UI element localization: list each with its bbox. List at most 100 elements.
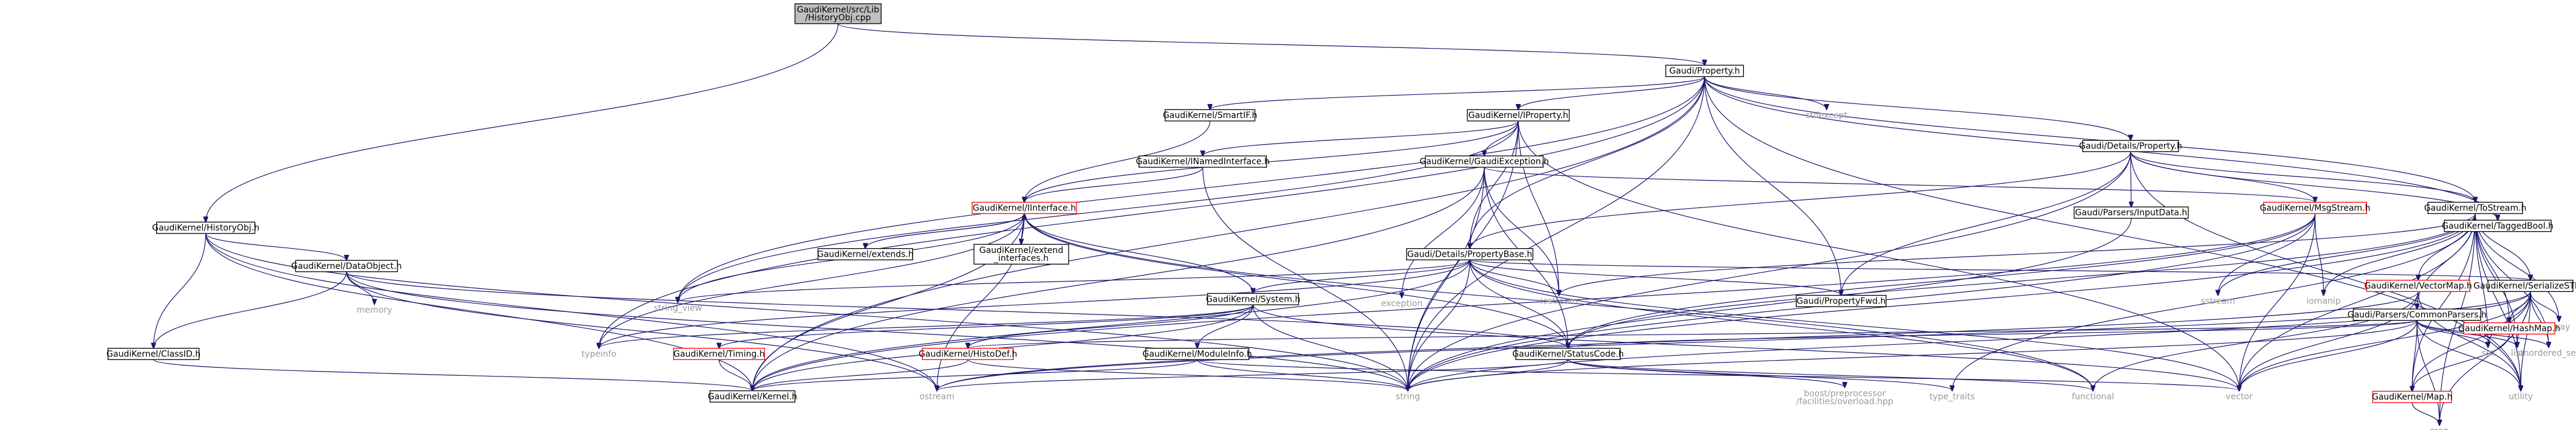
node-gmap[interactable]: GaudiKernel/Map.h [2372, 390, 2453, 403]
node-box-root[interactable] [794, 3, 882, 24]
node-utility: utility [2509, 392, 2533, 401]
node-box-classid[interactable] [108, 347, 200, 360]
edge-gexc-to-iostream [1484, 167, 1559, 296]
node-label-taggedbool: GaudiKernel/TaggedBool.h [2442, 221, 2554, 231]
node-ext[interactable]: GaudiKernel/extends.h [817, 248, 914, 260]
edge-gexc-to-msgstream [1484, 167, 2315, 202]
node-box-kernel[interactable] [709, 390, 796, 403]
node-label-exception: exception [1381, 299, 1422, 308]
node-iface[interactable]: GaudiKernel/IInterface.h [971, 201, 1077, 214]
node-dpbase[interactable]: Gaudi/Details/PropertyBase.h [1406, 248, 1533, 260]
node-modinfo[interactable]: GaudiKernel/ModuleInfo.h [1143, 347, 1252, 360]
node-system[interactable]: GaudiKernel/System.h [1206, 293, 1300, 305]
edges-layer [154, 23, 2559, 425]
node-box-modinfo[interactable] [1145, 347, 1250, 360]
edge-histobj-to-kernel [205, 233, 753, 391]
edge-dprop-to-dpbase [1470, 151, 2131, 248]
node-msgstream[interactable]: GaudiKernel/MsgStream.h [2259, 201, 2371, 214]
edge-dprop-to-utility [2130, 151, 2521, 390]
node-inputdata[interactable]: Gaudi/Parsers/InputData.h [2074, 206, 2189, 219]
node-box-dpbase[interactable] [1406, 248, 1533, 260]
node-label-kernel: GaudiKernel/Kernel.h [708, 392, 797, 401]
node-box-commonparsers[interactable] [2352, 308, 2481, 321]
node-box-gexc[interactable] [1425, 155, 1544, 168]
node-hashmap[interactable]: GaudiKernel/HashMap.h [2458, 322, 2560, 335]
node-extif[interactable]: GaudiKernel/extend_interfaces.h [973, 244, 1069, 265]
node-box-vectormap[interactable] [2366, 280, 2470, 293]
node-box-iproperty[interactable] [1467, 109, 1570, 122]
node-statuscode[interactable]: GaudiKernel/StatusCode.h [1512, 347, 1624, 360]
node-dprop[interactable]: Gaudi/Details/Property.h [2079, 140, 2182, 153]
edge-commonparsers-to-set [2416, 320, 2488, 347]
node-box-tostream[interactable] [2427, 201, 2523, 214]
node-vectormap[interactable]: GaudiKernel/VectorMap.h [2365, 280, 2472, 293]
node-gexc[interactable]: GaudiKernel/GaudiException.h [1420, 155, 1549, 168]
node-label-modinfo: GaudiKernel/ModuleInfo.h [1143, 349, 1252, 359]
node-box-system[interactable] [1207, 293, 1300, 305]
node-box-msgstream[interactable] [2263, 201, 2368, 214]
node-box-serialize[interactable] [2487, 280, 2574, 293]
node-label-boost: boost/preprocessor [1804, 389, 1886, 398]
edge-prop-to-typeinfo [599, 76, 1705, 349]
node-root[interactable]: GaudiKernel/src/Lib/HistoryObj.cpp [794, 3, 882, 24]
node-label-statuscode: GaudiKernel/StatusCode.h [1512, 349, 1624, 359]
node-memory: memory [357, 305, 392, 315]
edge-root-to-histobj [206, 23, 838, 222]
node-box-ext[interactable] [817, 248, 913, 260]
edge-histobj-to-string [205, 233, 1408, 391]
node-box-dataobj[interactable] [295, 260, 398, 272]
edge-modinfo-to-kernel [753, 359, 1198, 390]
node-label-stdexcept: stdexcept [1806, 111, 1848, 120]
node-label-inputdata: Gaudi/Parsers/InputData.h [2075, 208, 2188, 218]
node-box-statuscode[interactable] [1515, 347, 1621, 360]
edge-msgstream-to-statuscode [1568, 213, 2316, 348]
node-histodef[interactable]: GaudiKernel/HistoDef.h [919, 347, 1017, 360]
edge-dpbase-to-system [1253, 260, 1470, 293]
node-label-tostream: GaudiKernel/ToStream.h [2424, 203, 2527, 213]
edge-ext-to-iface [865, 213, 1024, 249]
edge-iproperty-to-iostream [1518, 120, 1559, 296]
node-box-propfwd[interactable] [1795, 294, 1886, 307]
node-taggedbool[interactable]: GaudiKernel/TaggedBool.h [2442, 220, 2554, 232]
node-tostream[interactable]: GaudiKernel/ToStream.h [2424, 201, 2527, 214]
edge-modinfo-to-string [1197, 359, 1408, 390]
node-box-inamed[interactable] [1139, 155, 1267, 168]
edge-dprop-to-tostream [2130, 151, 2475, 202]
node-box-timing[interactable] [673, 347, 766, 360]
node-label-gexc: GaudiKernel/GaudiException.h [1420, 157, 1549, 167]
edge-histodef-to-kernel [753, 359, 968, 390]
node-box-smartif[interactable] [1165, 109, 1256, 122]
edge-prop-to-stdexcept [1704, 76, 1827, 109]
node-box-iface[interactable] [971, 201, 1077, 214]
node-box-extif[interactable] [973, 244, 1069, 265]
node-inamed[interactable]: GaudiKernel/INamedInterface.h [1136, 155, 1270, 168]
node-box-histobj[interactable] [156, 221, 256, 234]
node-histobj[interactable]: GaudiKernel/HistoryObj.h [152, 221, 259, 234]
node-box-prop[interactable] [1665, 64, 1744, 77]
node-box-taggedbool[interactable] [2444, 220, 2552, 232]
node-label-smartif: GaudiKernel/SmartIF.h [1163, 111, 1257, 120]
node-iproperty[interactable]: GaudiKernel/IProperty.h [1467, 109, 1570, 122]
node-ostream: ostream [919, 392, 954, 401]
node-kernel[interactable]: GaudiKernel/Kernel.h [708, 390, 797, 403]
node-commonparsers[interactable]: Gaudi/Parsers/CommonParsers.h [2348, 308, 2487, 321]
node-timing[interactable]: GaudiKernel/Timing.h [673, 347, 766, 360]
edge-iproperty-to-iface [1024, 120, 1519, 203]
node-classid[interactable]: GaudiKernel/ClassID.h [106, 347, 200, 360]
node-box-histodef[interactable] [922, 347, 1014, 360]
node-functional: functional [2072, 392, 2114, 401]
node-box-gmap[interactable] [2372, 390, 2452, 403]
node-label-stringview: string_view [654, 303, 702, 313]
node-box-hashmap[interactable] [2463, 322, 2555, 335]
node-propfwd[interactable]: Gaudi/PropertyFwd.h [1795, 294, 1886, 307]
edge-iproperty-to-dpbase [1470, 120, 1519, 249]
node-box-dprop[interactable] [2082, 140, 2179, 153]
node-exception: exception [1381, 299, 1422, 308]
node-box-inputdata[interactable] [2074, 206, 2189, 219]
node-smartif[interactable]: GaudiKernel/SmartIF.h [1163, 109, 1257, 122]
node-dataobj[interactable]: GaudiKernel/DataObject.h [291, 260, 402, 272]
node-prop[interactable]: Gaudi/Property.h [1665, 64, 1744, 77]
node-label-root: GaudiKernel/src/Lib [797, 5, 880, 15]
edge-histobj-to-classid [154, 233, 207, 349]
node-serialize[interactable]: GaudiKernel/SerializeSTL.h [2473, 280, 2576, 293]
